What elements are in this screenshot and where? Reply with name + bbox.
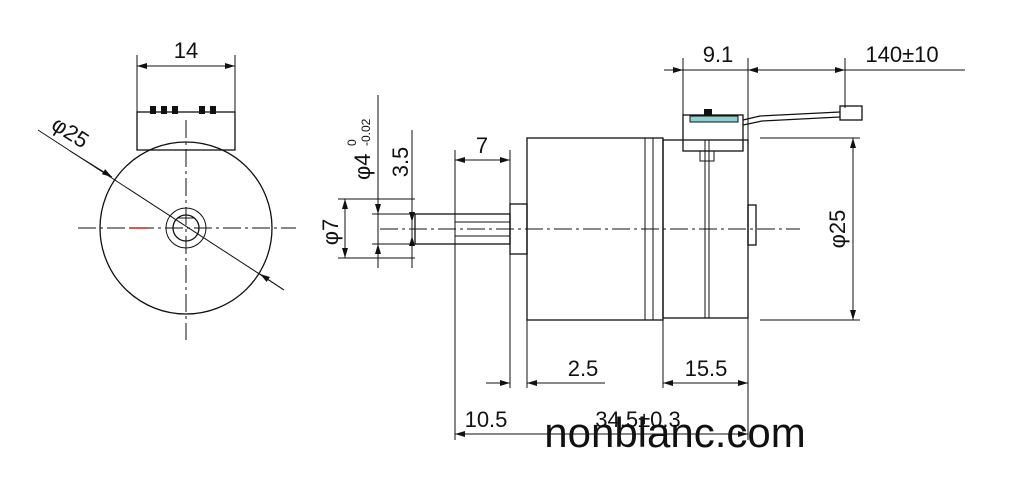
body-diameter-label: φ25 (825, 210, 850, 249)
boss-length-label: 2.5 (568, 356, 599, 381)
rear-length-label: 15.5 (685, 356, 728, 381)
connector-pins (150, 106, 216, 114)
shaft-tolerance-upper: 0 (345, 139, 359, 146)
shaft-diameter-label: φ7 (318, 219, 343, 246)
front-view: 14 φ25 (37, 38, 296, 340)
body-length-label: 34.5±0.3 (595, 407, 680, 432)
flat-length-label: 7 (476, 133, 488, 158)
shaft-tolerance-label: φ4 (350, 153, 375, 180)
wire-plug (839, 105, 863, 121)
side-view: φ7 φ4 0 -0.02 3.5 7 9.1 140±10 (318, 42, 965, 440)
front-width-label: 14 (174, 38, 198, 63)
connector-cyan-strip (689, 115, 739, 123)
rear-bearing (747, 204, 757, 246)
lead-length-label: 140±10 (865, 42, 938, 67)
front-diameter-label: φ25 (47, 111, 93, 153)
flat-dimension-label: 3.5 (388, 147, 413, 178)
connector-width-label: 9.1 (703, 42, 734, 67)
shaft-length-label: 10.5 (465, 407, 508, 432)
watermark-text: nonblanc.com (544, 409, 806, 456)
shaft-tolerance-lower: -0.02 (359, 118, 373, 146)
